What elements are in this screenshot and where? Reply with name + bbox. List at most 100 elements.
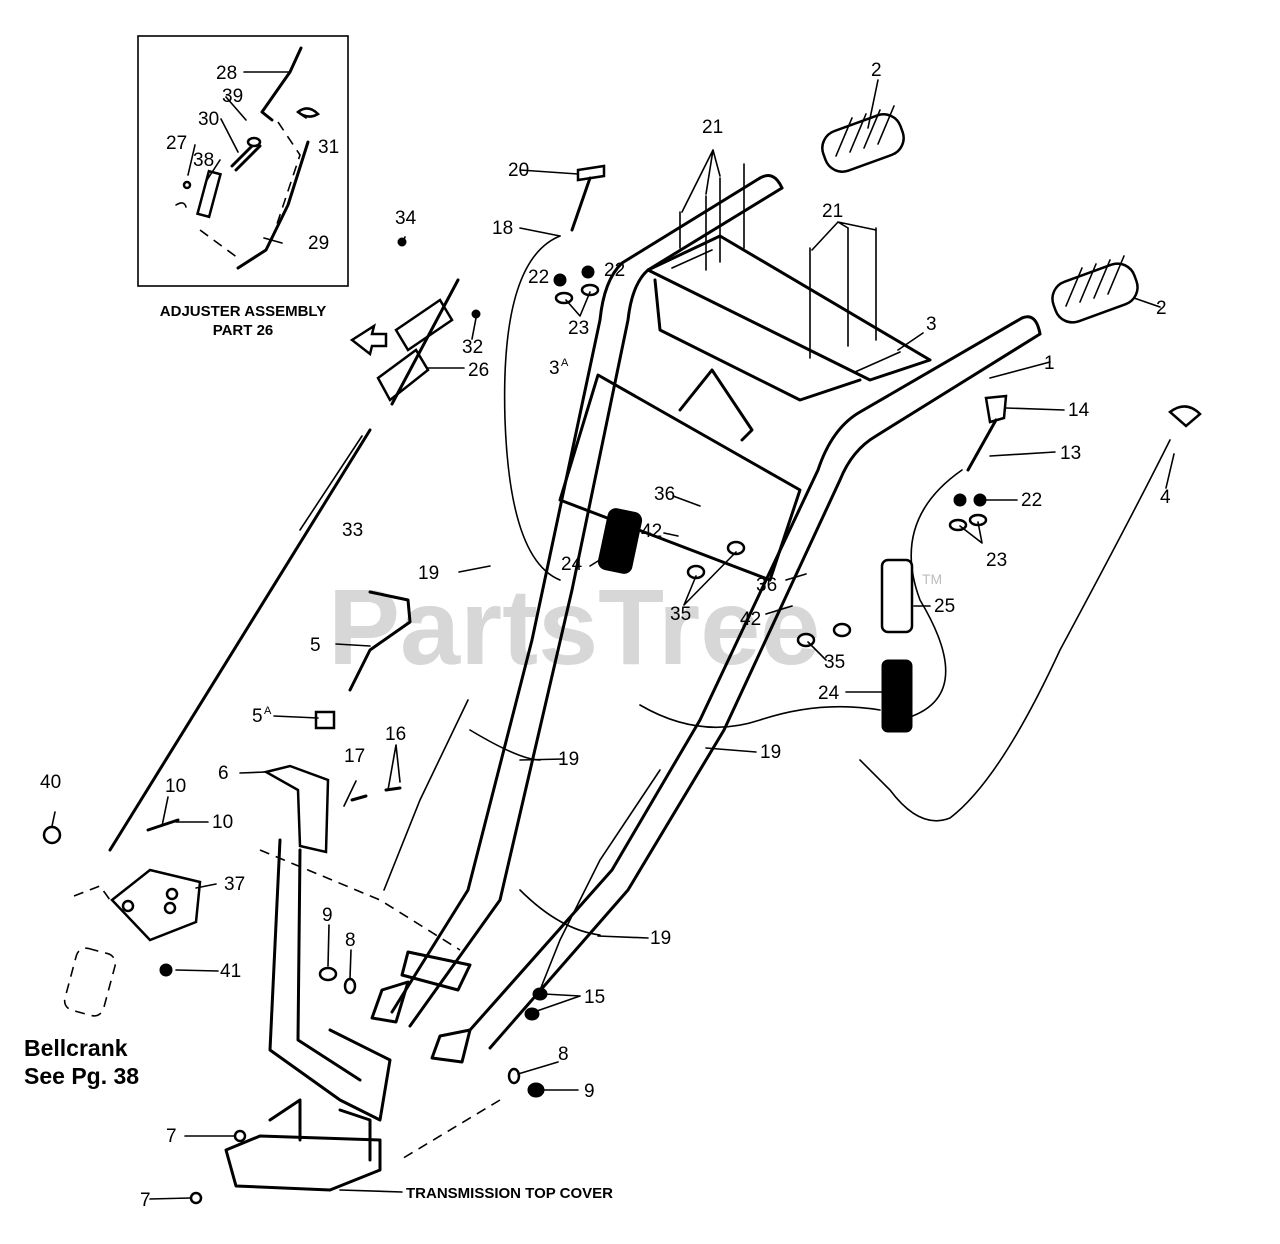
cable-15 xyxy=(539,769,661,991)
reference-arrow-icon xyxy=(349,323,388,357)
control-panel-top xyxy=(646,234,932,382)
inset-title-line2: PART 26 xyxy=(213,322,274,339)
handle-left-end xyxy=(758,174,784,190)
inset-part-39 xyxy=(246,136,262,148)
callout-42-right: 42 xyxy=(740,609,761,630)
bracket-3a xyxy=(558,373,802,582)
bracket-3a-brace xyxy=(678,368,754,442)
control-panel-front xyxy=(653,278,862,402)
washer-23a xyxy=(554,291,574,305)
lever-13-rod xyxy=(966,418,998,472)
nut-22a xyxy=(553,273,567,287)
adjuster-26-rod xyxy=(390,278,460,406)
transmission-top-cover-plate xyxy=(224,1134,382,1192)
adjuster-26-upper-icon xyxy=(394,298,454,352)
callout-23-left: 23 xyxy=(568,318,589,339)
nut-9b xyxy=(527,1082,545,1098)
callout-28: 28 xyxy=(216,63,237,84)
lever-18-rod xyxy=(570,176,592,232)
bellcrank-hole-3 xyxy=(121,899,135,913)
callout-38: 38 xyxy=(193,150,214,171)
callout-25: 25 xyxy=(934,596,955,617)
washer-8a xyxy=(343,977,357,995)
hand-grips xyxy=(821,105,1139,324)
callout-36-right: 36 xyxy=(756,575,777,596)
callout-36-left: 36 xyxy=(654,484,675,505)
callout-40: 40 xyxy=(40,772,61,793)
callout-2-right: 2 xyxy=(1156,298,1167,319)
cable-lower-left xyxy=(383,699,469,891)
callout-18: 18 xyxy=(492,218,513,239)
callout-34: 34 xyxy=(395,208,417,229)
lever-24-lower-icon xyxy=(881,659,913,733)
handle-left-tube-inner xyxy=(408,186,784,1028)
callout-5: 5 xyxy=(310,635,321,656)
adjuster-26-lower-icon xyxy=(376,348,430,402)
callout-35-right: 35 xyxy=(824,652,845,673)
cable-upper-left xyxy=(503,235,561,581)
handle-right-tube-outer xyxy=(468,316,1024,1032)
frame-left xyxy=(268,838,392,1122)
nut-35d xyxy=(832,622,852,638)
callout-29: 29 xyxy=(308,233,329,254)
callout-7-upper: 7 xyxy=(166,1126,177,1147)
callout-5a-suffix: A xyxy=(264,705,272,717)
shift-rod-5 xyxy=(348,590,412,692)
callout-17: 17 xyxy=(344,746,365,767)
nut-35c xyxy=(796,632,816,648)
callout-8-right: 8 xyxy=(558,1044,569,1065)
callout-24-lower: 24 xyxy=(818,683,840,704)
handle-right-end xyxy=(1020,315,1042,336)
bracket-6-icon xyxy=(262,764,330,854)
rod-33 xyxy=(108,428,372,852)
cable-19-lower xyxy=(519,889,601,936)
callout-31: 31 xyxy=(318,137,339,158)
callout-42-left: 42 xyxy=(641,521,662,542)
callout-7-lower: 7 xyxy=(140,1190,151,1211)
callout-24-upper: 24 xyxy=(561,554,583,575)
grip-2-left-icon xyxy=(821,113,905,173)
washer-9a xyxy=(318,966,338,982)
callout-33: 33 xyxy=(342,520,363,541)
callout-35-left: 35 xyxy=(670,604,691,625)
washer-23b xyxy=(580,283,600,297)
cover-hidden-lines xyxy=(259,849,501,1161)
inset-part-29 xyxy=(236,140,310,270)
callout-19-lower: 19 xyxy=(650,928,671,949)
inset-part-31 xyxy=(295,107,321,118)
callout-9-right: 9 xyxy=(584,1081,595,1102)
inset-part-27a xyxy=(182,180,192,190)
callout-14: 14 xyxy=(1068,400,1090,421)
nut-35b xyxy=(726,540,746,556)
part-32 xyxy=(471,309,481,319)
inset-part-28 xyxy=(260,46,303,122)
callout-16: 16 xyxy=(385,724,406,745)
inset-hidden-lines xyxy=(199,121,301,259)
callouts: 2 2 1 3 14 13 4 22 23 20 18 21 21 22 22 … xyxy=(40,60,1171,1211)
handle-left-tube-outer xyxy=(390,176,762,1014)
bolt-7b-icon xyxy=(189,1191,203,1205)
bolt-7a-icon xyxy=(233,1129,247,1143)
callout-21-left: 21 xyxy=(702,117,723,138)
transmission-cover-caption: TRANSMISSION TOP COVER xyxy=(406,1185,613,1202)
callout-19-right: 19 xyxy=(760,742,781,763)
grip-2-right-icon xyxy=(1051,262,1139,324)
cable-19-right xyxy=(639,704,881,729)
lever-24-upper-icon xyxy=(597,508,643,574)
nut-22c xyxy=(953,493,967,507)
knob-14-icon xyxy=(984,394,1008,424)
cable-right-loop xyxy=(899,469,963,721)
callout-6: 6 xyxy=(218,763,229,784)
callout-8-left: 8 xyxy=(345,930,356,951)
bellcrank-caption-line1: Bellcrank xyxy=(24,1035,128,1061)
callout-1: 1 xyxy=(1044,353,1055,374)
callout-2-top: 2 xyxy=(871,60,882,81)
bellcrank-hole-1 xyxy=(165,887,179,901)
leader-lines xyxy=(51,79,1175,1200)
cover-tabs xyxy=(268,1098,372,1162)
watermark-trademark: TM xyxy=(922,571,942,587)
hidden-line-40 xyxy=(73,885,111,901)
cable-4 xyxy=(859,439,1171,822)
